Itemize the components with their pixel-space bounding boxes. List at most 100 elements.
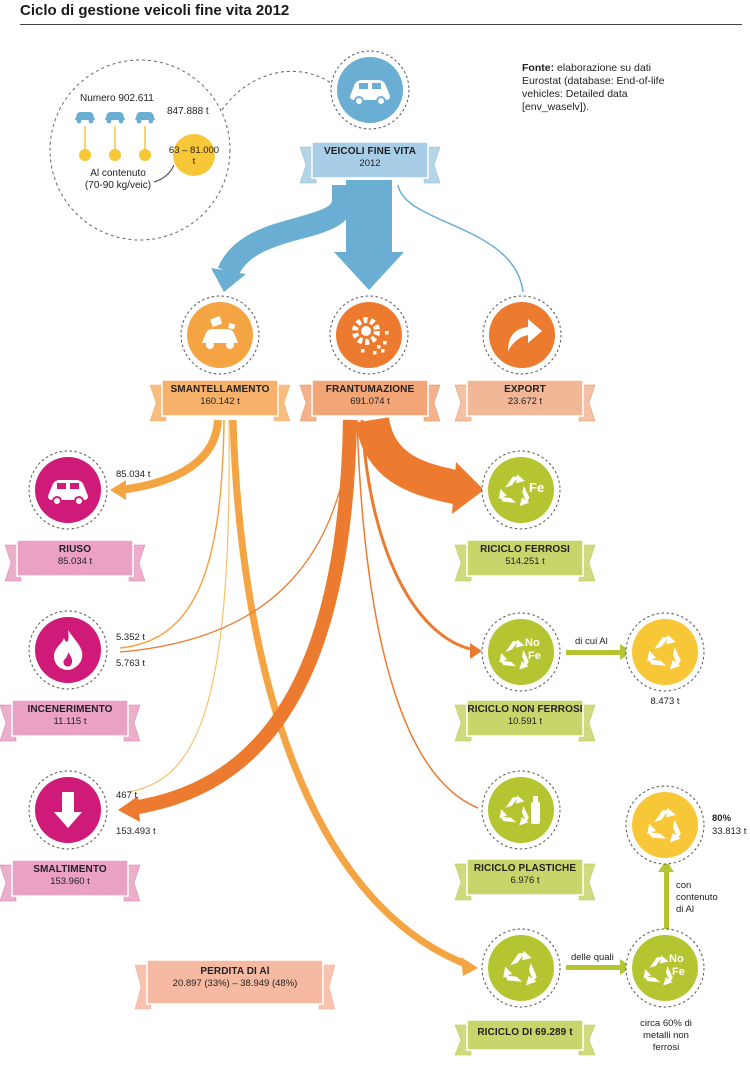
banner-riciclo-di <box>454 1019 596 1056</box>
riuso-icon <box>28 450 108 530</box>
banner-smantellamento-text: SMANTELLAMENTO 160.142 t <box>150 384 290 408</box>
inset-diagram <box>49 59 335 241</box>
vfv-icon <box>330 50 410 130</box>
banner-riciclo-ferrosi <box>454 539 596 582</box>
banner-riciclo-non-ferrosi <box>454 699 596 742</box>
banner-riciclo-di-name: RICICLO DI 69.289 t <box>477 1027 573 1038</box>
label-circa: circa 60% di metalli non ferrosi <box>640 1018 692 1053</box>
banner-incenerimento-text: INCENERIMENTO 11.115 t <box>0 704 140 728</box>
small-car-icons <box>75 112 155 124</box>
banner-export-value: 23.672 t <box>507 396 543 407</box>
banner-smaltimento <box>0 859 141 902</box>
banner-smaltimento-name: SMALTIMENTO <box>33 864 107 875</box>
incenerimento-icon <box>28 610 108 690</box>
banner-export-text: EXPORT 23.672 t <box>455 384 595 408</box>
inset-numero: Numero 902.611 <box>80 93 154 104</box>
source-note: Fonte: elaborazione su dati Eurostat (da… <box>522 62 692 114</box>
fe-label: Fe <box>529 480 544 495</box>
pct-recycle-icon <box>625 785 705 865</box>
label-pct: 80% <box>712 813 732 824</box>
banner-vfv-text: VEICOLI FINE VITA 2012 <box>300 146 440 170</box>
fe2-label: Fe <box>672 966 685 978</box>
recycle-arrows <box>647 807 681 843</box>
banner-riciclo-non-ferrosi-name: RICICLO NON FERROSI <box>467 704 583 715</box>
orange-flows <box>110 416 484 976</box>
banner-smaltimento-value: 153.960 t <box>50 876 90 887</box>
banner-perdita <box>134 959 336 1010</box>
banner-vfv-name: VEICOLI FINE VITA <box>323 146 417 157</box>
banner-frantumazione-value: 691.074 t <box>350 396 390 407</box>
label-al-value: 8.473 t <box>650 696 680 707</box>
banner-incenerimento-value: 11.115 t <box>53 716 87 727</box>
no-label: No <box>669 953 684 965</box>
export-icon <box>482 295 562 375</box>
banner-riciclo-non-ferrosi-value: 10.591 t <box>507 716 543 727</box>
banner-smaltimento-text: SMALTIMENTO 153.960 t <box>0 864 140 888</box>
inset-al-label-2: (70-90 kg/veic) <box>84 180 152 191</box>
banner-vfv-value: 2012 <box>359 158 381 169</box>
recycle-arrows <box>647 634 681 670</box>
banner-frantumazione <box>299 379 441 422</box>
flow-label-inc-a: 5.352 t <box>116 632 146 643</box>
banner-perdita-text: PERDITA DI Al 20.897 (33%) – 38.949 (48%… <box>135 966 335 990</box>
label-con-contenuto: con contenuto di Al <box>676 880 718 915</box>
label-pct-value: 33.813 t <box>712 826 747 837</box>
banner-perdita-value: 20.897 (33%) – 38.949 (48%) <box>172 978 298 989</box>
riciclo-plastiche-icon <box>481 770 561 850</box>
banner-riuso-value: 85.034 t <box>57 556 93 567</box>
smantellamento-icon <box>180 295 260 375</box>
flow-label-riuso: 85.034 t <box>116 469 151 480</box>
no-label: No <box>525 637 540 649</box>
banner-export-name: EXPORT <box>504 384 546 395</box>
banner-export <box>454 379 596 422</box>
page-title: Ciclo di gestione veicoli fine vita 2012 <box>20 2 290 19</box>
banner-riuso-text: RIUSO 85.034 t <box>5 544 145 568</box>
fe2-label: Fe <box>528 650 541 662</box>
inset-al-range: 63 – 81.000 t <box>168 145 220 167</box>
flow-label-smal-b: 153.493 t <box>116 826 156 837</box>
banner-frantumazione-text: FRANTUMAZIONE 691.074 t <box>300 384 440 408</box>
source-text: elaborazione su dati Eurostat (database:… <box>522 62 665 113</box>
small-al-dots <box>79 149 151 161</box>
riciclo-ferrosi-icon: Fe <box>481 450 561 530</box>
banner-riciclo-ferrosi-value: 514.251 t <box>505 556 545 567</box>
al-content-circle <box>173 134 215 176</box>
banner-riciclo-ferrosi-text: RICICLO FERROSI 514.251 t <box>455 544 595 568</box>
source-bold: Fonte: <box>522 62 555 74</box>
banner-incenerimento <box>0 699 141 742</box>
label-delle-quali: delle quali <box>571 952 614 963</box>
frantumazione-icon <box>329 295 409 375</box>
banner-vfv <box>299 141 441 184</box>
banner-riuso-name: RIUSO <box>58 544 92 555</box>
flow-label-smal-a: 467 t <box>116 790 138 801</box>
al-recycle-icon <box>625 612 705 692</box>
banner-frantumazione-name: FRANTUMAZIONE <box>325 384 415 395</box>
banner-riciclo-plastiche-name: RICICLO PLASTICHE <box>473 863 577 874</box>
recycle-arrows <box>499 795 529 826</box>
title-divider <box>20 24 742 25</box>
banner-riciclo-ferrosi-name: RICICLO FERROSI <box>480 544 570 555</box>
banner-smantellamento-name: SMANTELLAMENTO <box>170 384 270 395</box>
banner-riuso <box>4 539 146 582</box>
blue-flows <box>211 180 524 293</box>
recycle-arrows <box>503 950 537 986</box>
banner-riciclo-non-ferrosi-text: RICICLO NON FERROSI 10.591 t <box>455 704 595 728</box>
banner-incenerimento-name: INCENERIMENTO <box>27 704 113 715</box>
label-di-cui-al: di cui Al <box>575 636 608 647</box>
recycle-arrows <box>498 474 530 507</box>
recycle-arrows <box>499 639 529 670</box>
recycle-arrows <box>643 955 673 986</box>
riciclo-di-icon <box>481 928 561 1008</box>
flow-label-inc-b: 5.763 t <box>116 658 146 669</box>
banner-perdita-name: PERDITA DI Al <box>200 966 270 977</box>
banner-riciclo-plastiche-text: RICICLO PLASTICHE 6.976 t <box>455 863 595 887</box>
inset-al-label-1: Al contenuto <box>90 168 146 179</box>
smaltimento-icon <box>28 770 108 850</box>
banner-smantellamento <box>149 379 291 422</box>
banner-smantellamento-value: 160.142 t <box>200 396 240 407</box>
banner-riciclo-di-text: RICICLO DI 69.289 t <box>455 1027 595 1039</box>
inset-weight: 847.888 t <box>167 106 209 117</box>
